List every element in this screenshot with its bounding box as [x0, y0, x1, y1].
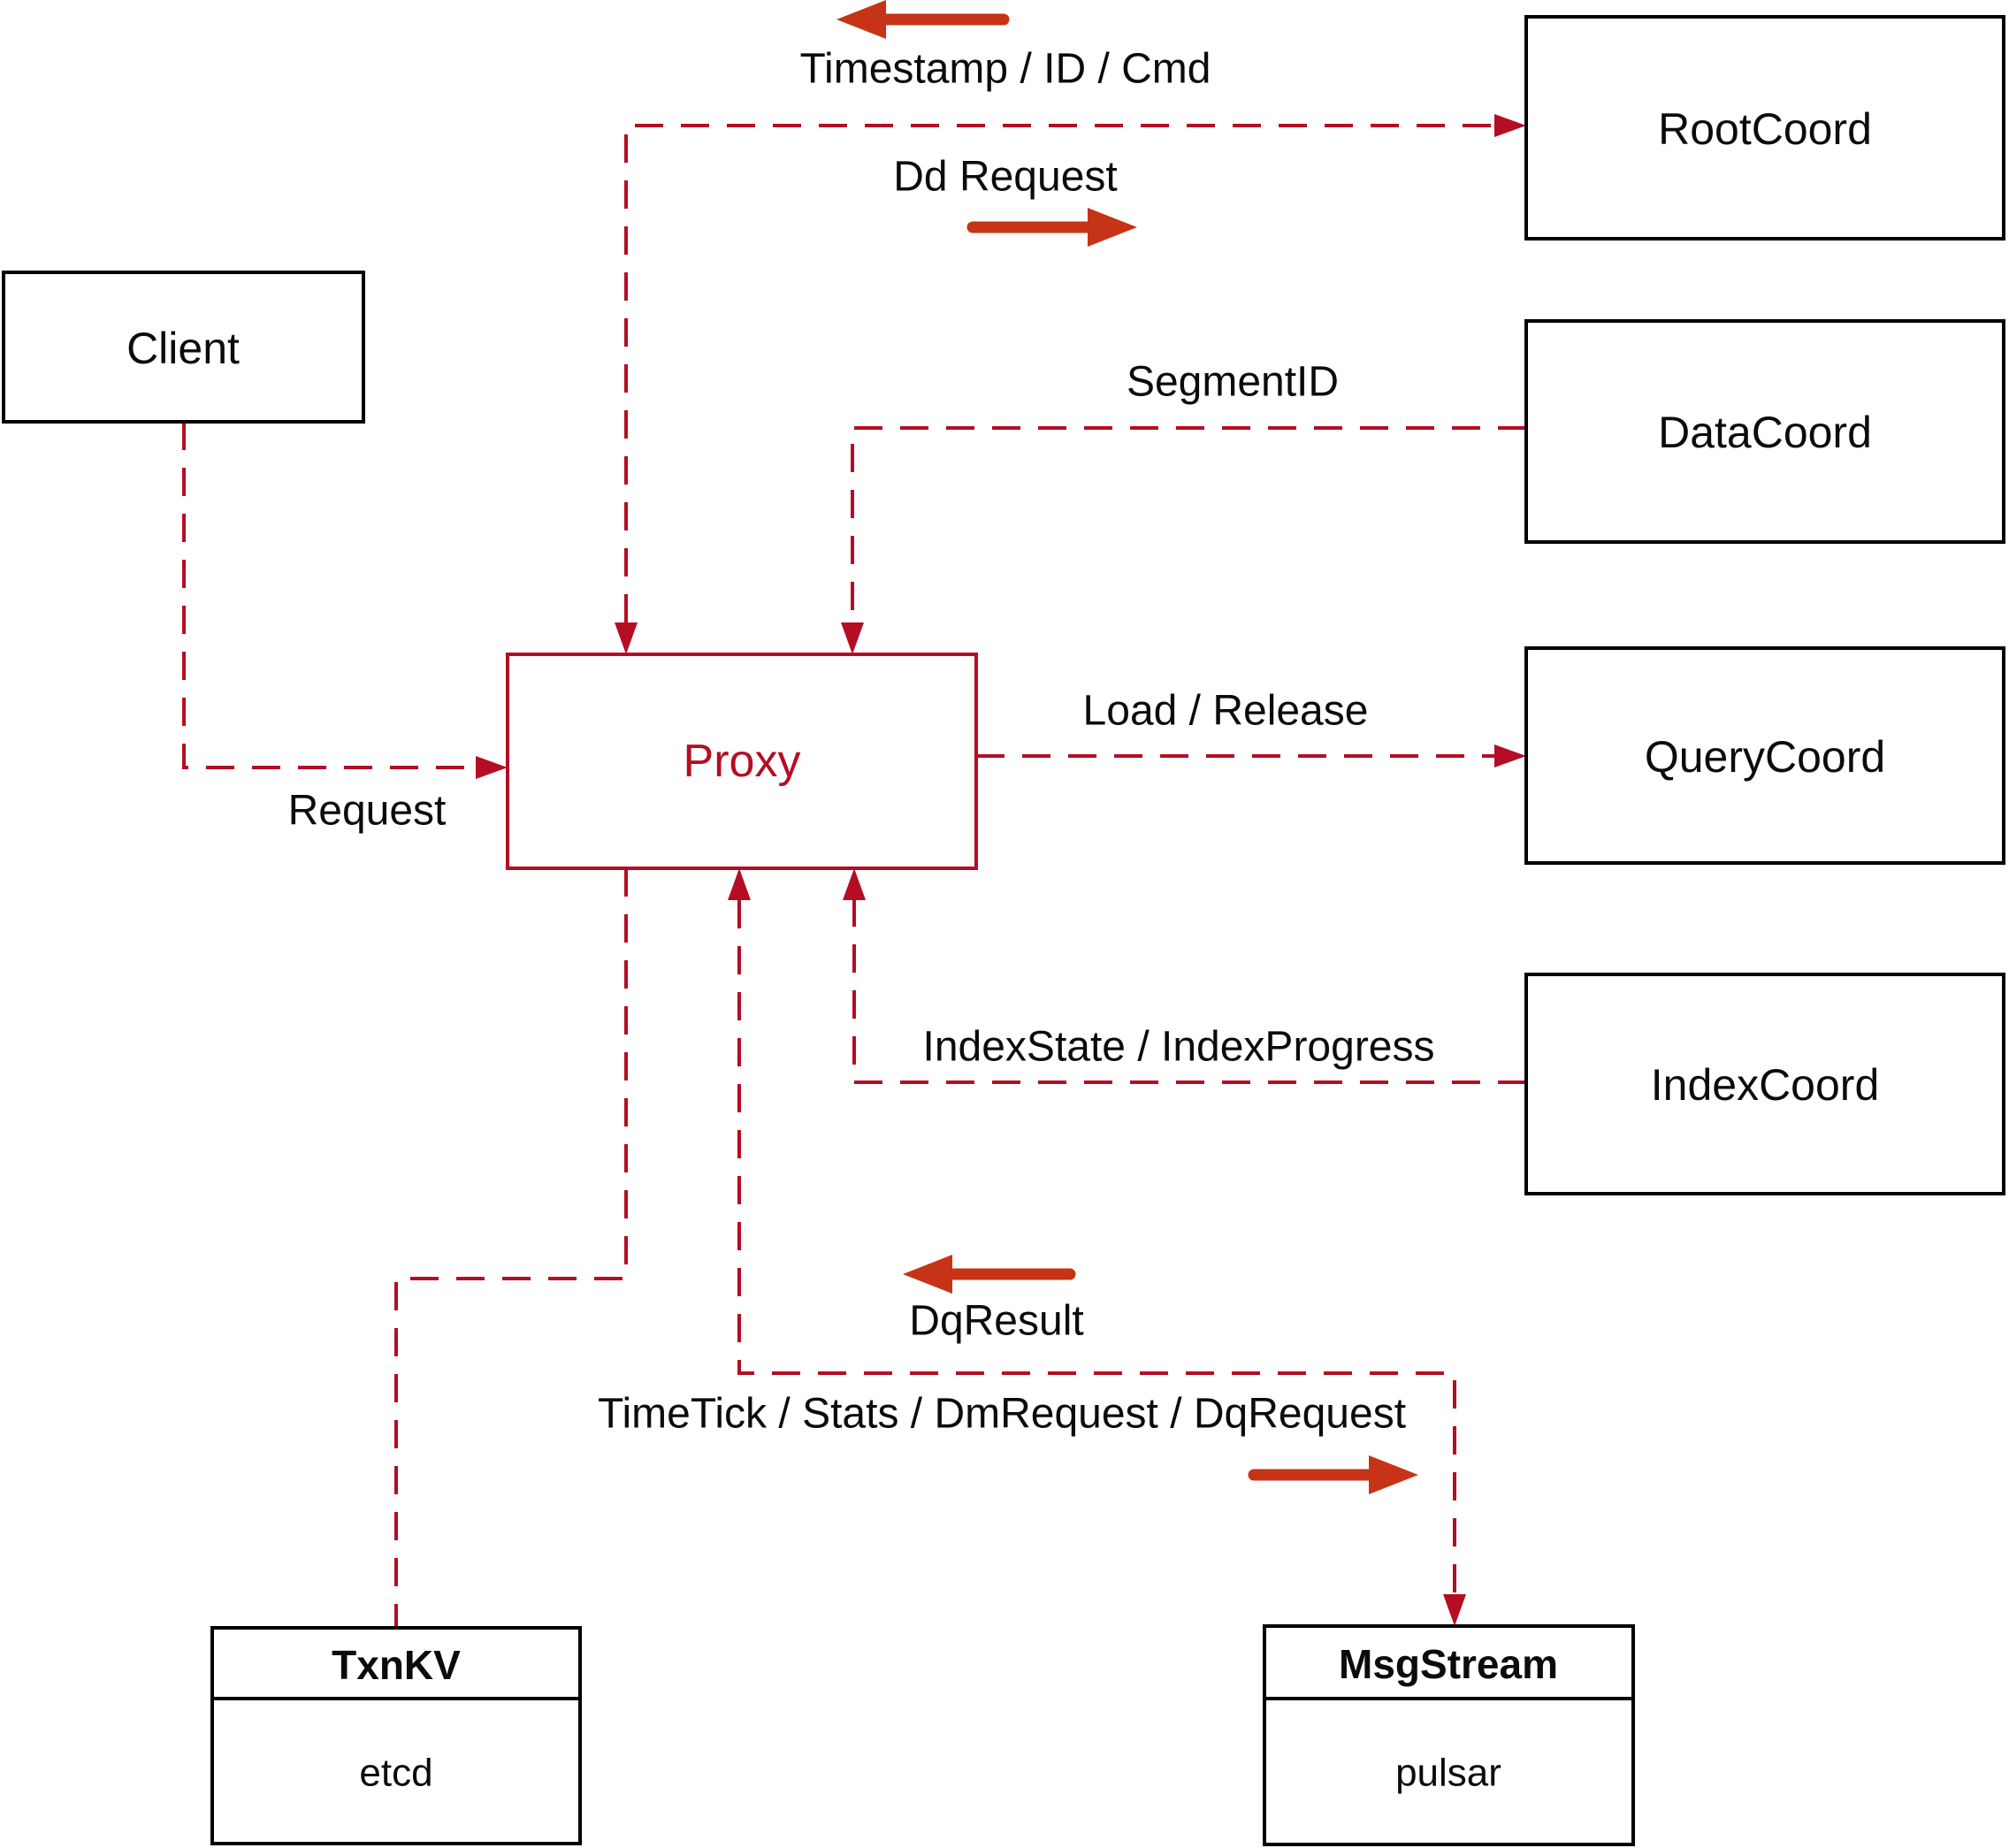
connector-proxy-txnkv-path: [394, 868, 628, 1628]
connector-client-proxy: [182, 422, 508, 779]
datacoord-box: [1524, 319, 2005, 544]
querycoord-label: QueryCoord: [1645, 732, 1885, 782]
client-box: [2, 271, 365, 424]
connector-indexcoord-proxy-path: [852, 900, 1526, 1084]
msgstream-node: MsgStream pulsar: [1263, 1624, 1635, 1846]
connector-datacoord-proxy-path: [851, 426, 1526, 622]
indexcoord-node: IndexCoord: [1524, 973, 2005, 1195]
indexcoord-label: IndexCoord: [1651, 1060, 1880, 1110]
msgstream-impl-label: pulsar: [1395, 1752, 1501, 1795]
edge-label-dd-request: Dd Request: [893, 154, 1117, 201]
msgstream-title: MsgStream: [1339, 1641, 1558, 1687]
proxy-node: Proxy: [506, 653, 978, 870]
edge-label-indexstate: IndexState / IndexProgress: [923, 1024, 1435, 1071]
datacoord-node: DataCoord: [1524, 319, 2005, 544]
edge-label-timetick-stats: TimeTick / Stats / DmRequest / DqRequest: [598, 1391, 1406, 1438]
right-arrow-icon: [1088, 208, 1137, 247]
left-arrow-icon: [903, 1255, 952, 1294]
arrowhead-up-into-proxy-from-indexcoord: [843, 868, 866, 900]
edge-label-timestamp-id-cmd: Timestamp / ID / Cmd: [800, 46, 1211, 93]
querycoord-node: QueryCoord: [1524, 646, 2005, 865]
txnkv-node: TxnKV etcd: [210, 1626, 582, 1845]
connector-proxy-txnkv: [394, 868, 628, 1628]
arrowhead-right-into-proxy-from-client: [476, 756, 508, 779]
txnkv-box: [210, 1626, 582, 1845]
proxy-box: [506, 653, 978, 870]
direction-arrow-msgstream-to-proxy: [903, 1255, 1076, 1294]
txnkv-impl-label: etcd: [359, 1752, 432, 1795]
edge-label-request: Request: [288, 788, 447, 835]
client-label: Client: [126, 324, 240, 373]
arrowhead-right-into-querycoord: [1494, 745, 1526, 767]
arrowhead-down-into-proxy-from-rootcoord: [615, 622, 638, 654]
edge-label-dqresult: DqResult: [909, 1298, 1083, 1345]
connector-proxy-rootcoord: [615, 114, 1526, 654]
rootcoord-label: RootCoord: [1658, 104, 1872, 154]
arrowhead-down-into-msgstream: [1443, 1594, 1466, 1626]
connector-indexcoord-proxy: [843, 868, 1526, 1084]
connector-proxy-msgstream-path: [737, 900, 1456, 1594]
connector-proxy-rootcoord-path: [624, 124, 1494, 622]
direction-arrow-proxy-to-msgstream: [1248, 1455, 1418, 1494]
right-arrow-icon: [1369, 1455, 1418, 1494]
left-arrow-icon: [836, 0, 886, 39]
indexcoord-box: [1524, 973, 2005, 1195]
arrowhead-down-into-proxy-from-datacoord: [841, 622, 864, 654]
connector-client-proxy-path: [182, 422, 476, 769]
querycoord-box: [1524, 646, 2005, 865]
client-node: Client: [2, 271, 365, 424]
rootcoord-node: RootCoord: [1524, 15, 2005, 241]
arrowhead-up-into-proxy-from-msgstream: [728, 868, 751, 900]
rootcoord-box: [1524, 15, 2005, 241]
connector-proxy-querycoord: [976, 745, 1526, 767]
proxy-label: Proxy: [684, 736, 801, 787]
datacoord-label: DataCoord: [1658, 408, 1872, 457]
connector-proxy-msgstream: [728, 868, 1466, 1626]
edge-label-load-release: Load / Release: [1083, 688, 1369, 735]
edge-label-segmentid: SegmentID: [1127, 359, 1339, 406]
arrowhead-right-into-rootcoord: [1494, 114, 1526, 137]
txnkv-title: TxnKV: [332, 1642, 461, 1688]
connector-datacoord-proxy: [841, 426, 1526, 654]
msgstream-box: [1263, 1624, 1635, 1846]
direction-arrow-rootcoord-to-proxy: [836, 0, 1010, 39]
direction-arrow-proxy-to-rootcoord: [966, 208, 1137, 247]
